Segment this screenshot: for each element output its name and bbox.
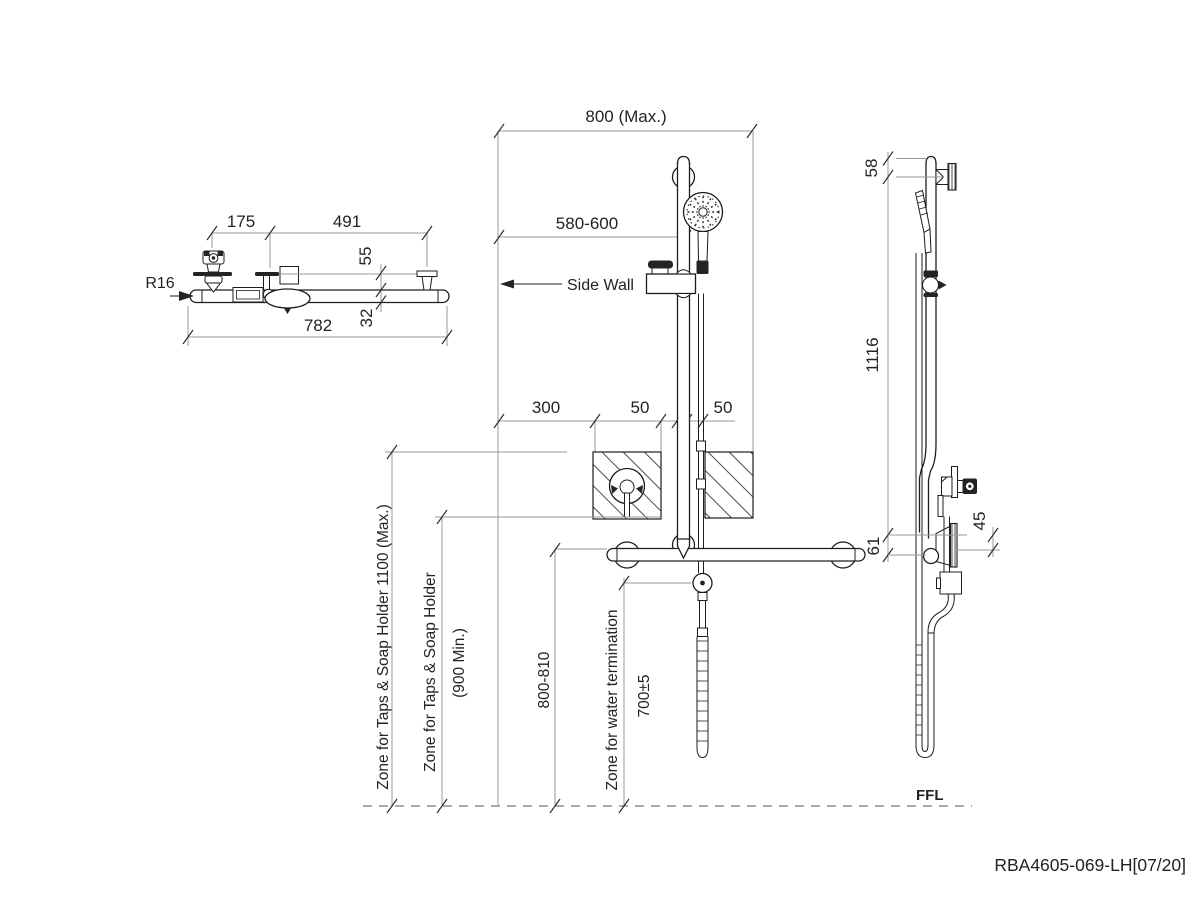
side-dimensions: 58 1116 61 45: [862, 150, 1000, 563]
dim-700: 700±5: [636, 675, 653, 718]
plan-view: 175 491 782 55 32 R16: [145, 212, 453, 346]
dim-32: 32: [357, 309, 376, 328]
side-mixer-tap: [937, 466, 977, 517]
slide-rail-body: [677, 162, 690, 540]
dim-800-max: 800 (Max.): [585, 107, 666, 126]
front-hose-upper: [696, 293, 706, 573]
dim-175: 175: [227, 212, 255, 231]
shower-head: [682, 191, 724, 233]
plan-tap: [193, 250, 232, 293]
dim-580-600: 580-600: [556, 214, 618, 233]
plan-dimensions: 175 491 782 55 32 R16: [145, 212, 453, 346]
plan-rail-tube: [189, 289, 450, 304]
side-handshower-wand: [914, 189, 932, 254]
zone-taps-max-label: Zone for Taps & Soap Holder 1100 (Max.): [375, 504, 392, 789]
zone-dimensions: Zone for Taps & Soap Holder 1100 (Max.) …: [375, 444, 691, 806]
front-hose-lower: [696, 600, 709, 759]
dim-800-810: 800-810: [536, 651, 553, 708]
ffl-label: FFL: [916, 787, 944, 804]
plan-wall-flange: [281, 270, 438, 291]
front-slider: [645, 260, 697, 299]
side-grab-rail-end: [922, 522, 958, 568]
dim-300: 300: [532, 398, 560, 417]
radius-callout: R16: [145, 275, 174, 292]
dim-58: 58: [862, 159, 881, 178]
rail-top-cap: [676, 155, 691, 165]
front-mixer-tap: [608, 467, 646, 518]
plan-clamp-plate: [232, 287, 264, 303]
dim-50-left: 50: [631, 398, 650, 417]
dim-55: 55: [356, 247, 375, 266]
rail-fixing-zone-hatch: [704, 451, 754, 519]
side-rail-top-cap: [925, 155, 937, 165]
plan-slider-soap-dish: [255, 266, 311, 314]
water-outlet-elbow: [692, 572, 713, 601]
dim-1116: 1116: [863, 337, 882, 372]
side-hose-loop: [915, 253, 955, 759]
mixer-rotate-arrow-left-icon: [611, 485, 618, 494]
zone-water-label: Zone for water termination: [604, 610, 621, 791]
part-number: RBA4605-069-LH[07/20]: [994, 855, 1186, 875]
side-water-outlet: [936, 516, 962, 595]
front-grab-rail: [606, 541, 866, 569]
zone-taps-label: Zone for Taps & Soap Holder: [422, 572, 439, 772]
side-wall-label: Side Wall: [567, 277, 634, 294]
dim-491: 491: [333, 212, 361, 231]
dim-61: 61: [864, 537, 883, 556]
side-wall-arrowhead-icon: [500, 279, 514, 289]
zone-taps-min-label: (900 Min.): [451, 628, 468, 698]
ffl-line-group: FFL: [363, 787, 972, 814]
slider-pointer-icon: [938, 280, 947, 290]
dim-782: 782: [304, 316, 332, 335]
front-view: 800 (Max.) 580-600 Side Wall 300 50 50: [375, 107, 866, 806]
side-view: 58 1116 61 45: [862, 150, 1000, 759]
shower-handle: [696, 231, 709, 274]
dim-50-right: 50: [714, 398, 733, 417]
side-rail-right-edge: [927, 162, 937, 539]
dim-45: 45: [970, 512, 989, 531]
rail-bottom-tip: [676, 538, 691, 560]
mixer-rotate-arrow-right-icon: [636, 485, 643, 494]
radius-arrowhead-icon: [179, 291, 194, 301]
